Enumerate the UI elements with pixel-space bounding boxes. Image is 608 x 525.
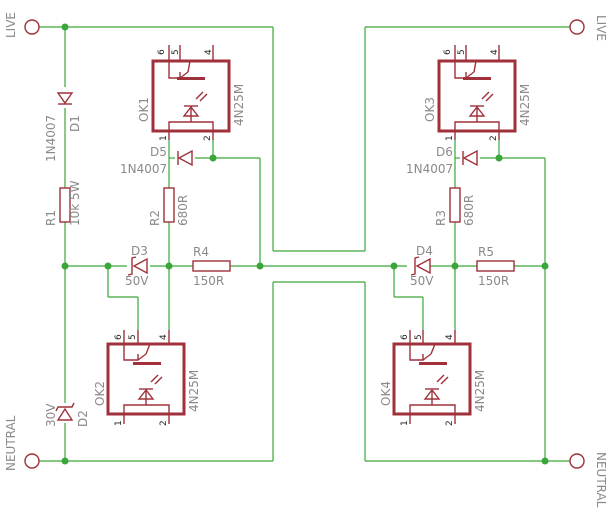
ok1-pin-5: 5	[171, 49, 181, 55]
terminal-live-left: LIVE	[4, 12, 40, 38]
r3-name: R3	[434, 210, 448, 226]
resistor-r1: R1 10k 5W	[44, 180, 82, 226]
ok4-pin-5: 5	[414, 334, 424, 340]
ok4-pin-4: 4	[445, 334, 455, 340]
ok1-name: OK1	[137, 97, 151, 122]
zener-d3: D3 50V	[125, 244, 149, 288]
zener-d4: D4 50V	[410, 244, 434, 288]
r4-name: R4	[193, 245, 209, 259]
resistor-r3: R3 680R	[434, 187, 476, 226]
d6-value: 1N4007	[406, 162, 453, 176]
r5-name: R5	[478, 245, 494, 259]
ok3-pin-4: 4	[490, 49, 500, 55]
ok1-pin-2: 2	[203, 135, 213, 141]
ok3-value: 4N25M	[518, 84, 532, 126]
ok3-pin-5: 5	[457, 49, 467, 55]
ok1-value: 4N25M	[232, 84, 246, 126]
ok2-name: OK2	[93, 381, 107, 406]
ok4-name: OK4	[379, 381, 393, 406]
ok4-value: 4N25M	[473, 370, 487, 412]
d4-name: D4	[416, 244, 433, 258]
ok2-pin-5: 5	[128, 334, 138, 340]
d6-name: D6	[436, 145, 453, 159]
d2-name: D2	[76, 410, 90, 427]
ok2-pin-2: 2	[159, 420, 169, 426]
terminal-live-right: LIVE	[569, 15, 608, 41]
d3-name: D3	[131, 244, 148, 258]
ok3-pin-6: 6	[443, 49, 453, 55]
ok2-pin-4: 4	[159, 334, 169, 340]
ok4-pin-1: 1	[400, 420, 410, 426]
ok3-name: OK3	[423, 97, 437, 122]
ok4-pin-2: 2	[445, 420, 455, 426]
ok4-pin-6: 6	[400, 334, 410, 340]
ok1-pin-6: 6	[157, 49, 167, 55]
ok2-value: 4N25M	[187, 370, 201, 412]
ok2-pin-6: 6	[114, 334, 124, 340]
r2-value: 680R	[176, 195, 190, 226]
r2-name: R2	[148, 210, 162, 226]
optocoupler-ok1: 6 5 4 1 2 OK1 4N25M	[137, 45, 246, 141]
resistor-r2: R2 680R	[148, 187, 190, 226]
optocoupler-ok4: 6 5 4 1 2 OK4 4N25M	[379, 330, 487, 426]
r3-value: 680R	[462, 195, 476, 226]
diode-d5: D5 1N4007	[120, 145, 193, 176]
wires	[39, 26, 570, 462]
ok3-pin-2: 2	[489, 135, 499, 141]
resistor-r5: R5 150R	[476, 245, 515, 288]
d1-name: D1	[68, 115, 82, 132]
ok3-pin-1: 1	[445, 135, 455, 141]
resistor-r4: R4 150R	[192, 245, 231, 288]
ok1-pin-4: 4	[204, 49, 214, 55]
terminal-neutral-right-label: NEUTRAL	[594, 452, 608, 508]
d1-value: 1N4007	[44, 115, 58, 162]
d2-value: 30V	[44, 403, 58, 427]
optocoupler-ok3: 6 5 4 1 2 OK3 4N25M	[423, 45, 532, 141]
optocoupler-ok2: 6 5 4 1 2 OK2 4N25M	[93, 330, 201, 426]
diode-d6: D6 1N4007	[406, 145, 478, 176]
r1-value: 10k 5W	[68, 180, 82, 226]
d3-value: 50V	[125, 274, 149, 288]
diode-d1: 1N4007 D1	[44, 92, 82, 162]
terminal-live-right-label: LIVE	[594, 15, 608, 41]
d5-name: D5	[150, 145, 167, 159]
r4-value: 150R	[193, 274, 224, 288]
terminal-neutral-left-label: NEUTRAL	[4, 415, 18, 471]
zener-d2: 30V D2	[44, 402, 90, 427]
junctions	[61, 23, 549, 465]
ok2-pin-1: 1	[114, 420, 124, 426]
d5-value: 1N4007	[120, 162, 167, 176]
terminal-live-left-label: LIVE	[4, 12, 18, 38]
terminal-neutral-right: NEUTRAL	[569, 452, 608, 508]
d4-value: 50V	[410, 274, 434, 288]
r1-name: R1	[44, 210, 58, 226]
ok1-pin-1: 1	[159, 135, 169, 141]
terminal-neutral-left: NEUTRAL	[4, 415, 40, 471]
r5-value: 150R	[478, 274, 509, 288]
